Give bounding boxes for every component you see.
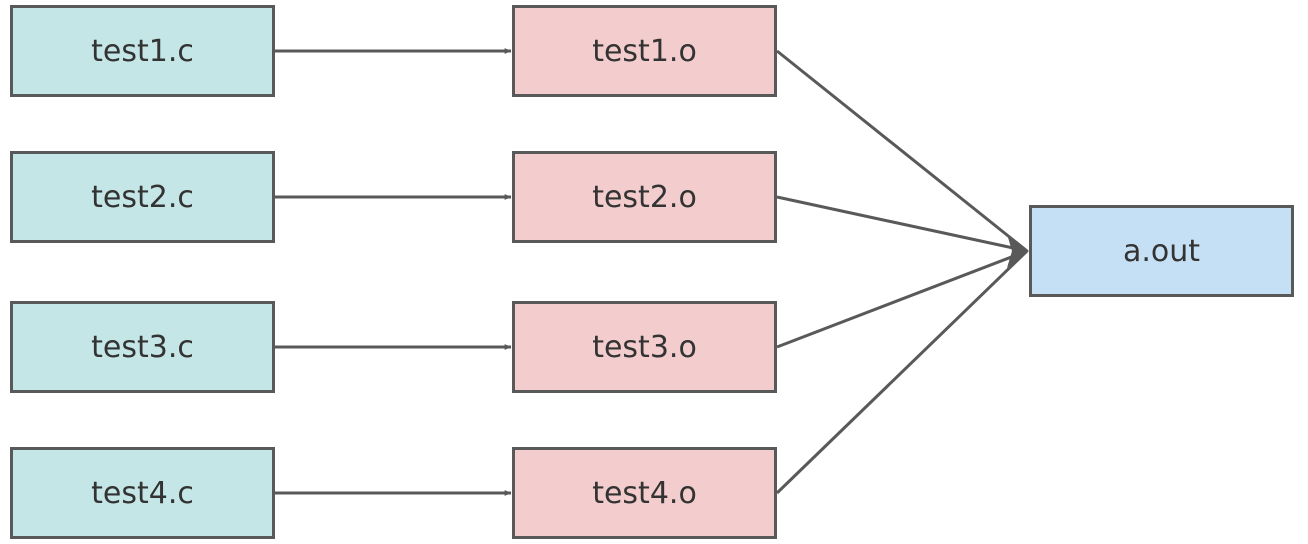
edge-test3o-aout	[776, 249, 1028, 349]
node-test2-c: test2.c	[10, 151, 275, 243]
node-test2-o: test2.o	[512, 151, 777, 243]
node-test3-c: test3.c	[10, 301, 275, 393]
edge-test2o-aout	[776, 195, 1028, 253]
node-test3-o: test3.o	[512, 301, 777, 393]
node-test1-o: test1.o	[512, 5, 777, 97]
edge-test1o-aout	[776, 49, 1028, 253]
merge-arrowhead	[1007, 234, 1029, 268]
edge-test4o-aout	[775, 249, 1029, 495]
node-test1-c: test1.c	[10, 5, 275, 97]
node-test4-o: test4.o	[512, 447, 777, 539]
node-a-out: a.out	[1029, 205, 1294, 297]
node-test4-c: test4.c	[10, 447, 275, 539]
